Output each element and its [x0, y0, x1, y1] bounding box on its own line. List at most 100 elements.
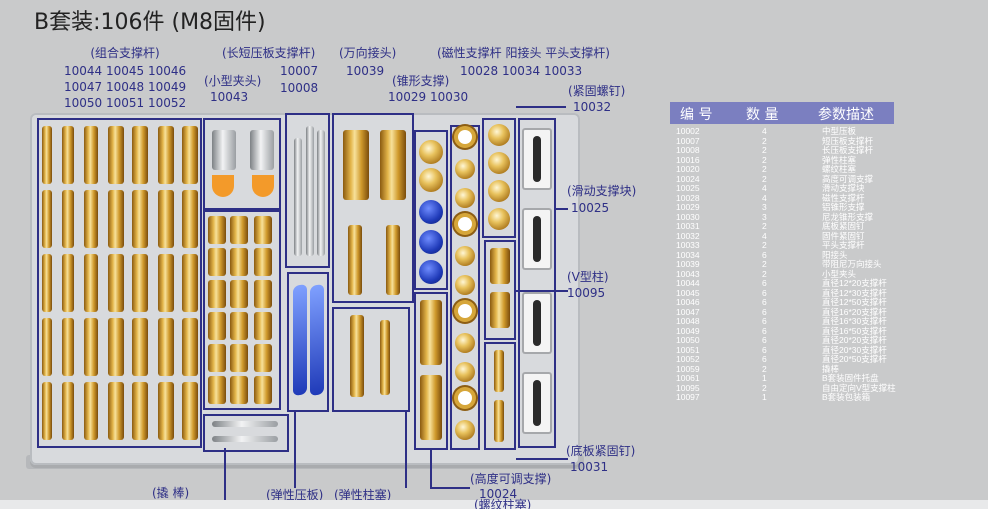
support-rod [62, 190, 74, 248]
nylon-cone [419, 200, 443, 224]
support-rod [254, 344, 272, 372]
support-rod [108, 382, 124, 440]
row-desc: 阳接头 [822, 249, 848, 260]
label-vcol-no: 10095 [567, 286, 606, 300]
row-code: 10016 [676, 154, 700, 165]
row-desc: 直径12*30支撑杆 [822, 287, 887, 298]
support-rod [42, 126, 52, 184]
row-qty: 4 [762, 126, 767, 136]
row-qty: 2 [762, 259, 767, 269]
support-rod [62, 254, 74, 312]
magnetic-rod [455, 275, 475, 295]
pry-bar-box [203, 414, 289, 452]
magnetic-rod [455, 188, 475, 208]
row-qty: 4 [762, 192, 767, 203]
row-desc: 撬棒 [822, 363, 840, 374]
support-rod [182, 382, 198, 440]
fastening-screw [488, 208, 510, 230]
sliding-block-3 [522, 292, 552, 354]
row-code: 10032 [676, 230, 700, 241]
label-universal-no: 10039 [346, 64, 385, 78]
row-desc: 磁性支撑杆 [822, 192, 865, 203]
plate-rods-box [285, 113, 330, 268]
plate-rod-1 [294, 138, 302, 256]
support-rod [158, 382, 174, 440]
small-clamp-2 [250, 130, 274, 170]
support-rod [208, 344, 226, 372]
label-base: (底板紧固钉) [566, 444, 636, 458]
support-rod [158, 254, 174, 312]
support-rod [84, 254, 98, 312]
row-qty: 3 [762, 211, 767, 222]
row-qty: 2 [762, 164, 767, 174]
row-code: 10052 [676, 354, 700, 364]
cone-support-box [414, 130, 448, 290]
elastic-plunger-1 [350, 315, 364, 397]
support-rod [208, 216, 226, 244]
row-code: 10039 [676, 259, 700, 269]
row-qty: 6 [762, 354, 767, 364]
universal-joint-2 [380, 130, 406, 200]
sliding-block-box [518, 118, 556, 448]
base-screw-box [484, 342, 516, 450]
support-rod [132, 254, 148, 312]
support-rod [42, 254, 52, 312]
label-vcol: (V型柱) [567, 270, 609, 284]
row-code: 10050 [676, 335, 700, 345]
fastening-screw [488, 124, 510, 146]
adjustable-support-1 [420, 300, 442, 365]
sliding-block-4 [522, 372, 552, 434]
row-qty: 2 [762, 240, 767, 250]
label-adjustable-no: 10024 [479, 487, 518, 501]
support-rod [42, 382, 52, 440]
universal-joint-3 [348, 225, 362, 295]
support-rod [84, 318, 98, 376]
fastening-screw-box [482, 118, 516, 238]
row-code: 10095 [676, 382, 700, 393]
leader-screw [516, 106, 566, 108]
flat-head-rod [458, 217, 472, 231]
header-qty: 数 量 [746, 107, 779, 123]
support-rod [208, 248, 226, 276]
row-desc: B套装包装箱 [822, 392, 871, 402]
label-pry: (撬 棒) [152, 486, 190, 500]
support-rod [182, 254, 198, 312]
row-desc: 尼龙锥形支撑 [822, 211, 874, 222]
label-sliding: (滑动支撑块) [567, 184, 637, 198]
row-code: 10043 [676, 268, 700, 279]
row-desc: 螺纹柱塞 [822, 164, 857, 174]
support-rod [84, 382, 98, 440]
combo-rods-box [37, 118, 202, 448]
support-rod [108, 318, 124, 376]
universal-joint-1 [343, 130, 369, 200]
support-rod [230, 216, 248, 244]
row-desc: 底板紧固钉 [822, 221, 865, 231]
row-desc: 短压板支撑杆 [822, 135, 874, 146]
row-qty: 6 [762, 316, 767, 326]
support-rod [230, 344, 248, 372]
plate-rod-2 [306, 126, 314, 256]
support-rod [42, 190, 52, 248]
support-rod [230, 312, 248, 340]
support-rod [208, 376, 226, 404]
small-clamp-box [203, 118, 281, 210]
pry-bar-1 [212, 421, 278, 427]
fastening-screw [488, 180, 510, 202]
row-code: 10034 [676, 249, 700, 260]
row-desc: 直径16*50支撑杆 [822, 325, 887, 336]
label-sliding-no: 10025 [571, 201, 610, 215]
row-code: 10059 [676, 363, 700, 374]
support-rod [254, 280, 272, 308]
label-cone-no: 10029 10030 [388, 90, 469, 104]
support-rod [108, 190, 124, 248]
support-rod [108, 126, 124, 184]
support-rod [62, 126, 74, 184]
label-lsp: (长短压板支撑杆) [222, 46, 316, 60]
row-code: 10024 [676, 173, 700, 184]
row-desc: 直径20*30支撑杆 [822, 344, 887, 355]
support-rod [230, 376, 248, 404]
support-rod [182, 190, 198, 248]
row-code: 10008 [676, 145, 700, 155]
v-column-1 [490, 248, 510, 284]
leader-elastic-plunger [405, 412, 407, 488]
